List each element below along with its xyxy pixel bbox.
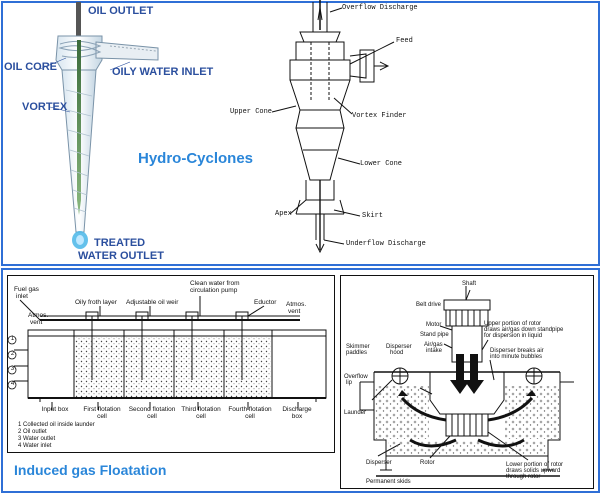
skimmer-paddles-label-1: Skimmer — [346, 344, 370, 350]
shaft-label: Shaft — [462, 281, 477, 287]
eductor-label: Eductor — [254, 299, 277, 306]
vortex-label: VORTEX — [22, 101, 68, 113]
underflow-discharge-label: Underflow Discharge — [346, 240, 426, 248]
oil-outlet-label: OIL OUTLET — [88, 5, 154, 17]
upper-rotor-label-3: for dispersion in liquid — [484, 333, 543, 339]
legend-item-1: 1 Collected oil inside launder — [18, 422, 95, 428]
cell-label-input-box: Input box — [41, 406, 69, 413]
overflow-lip-label-2: lip — [346, 380, 353, 386]
feed-label: Feed — [396, 37, 413, 45]
oil-core-label: OIL CORE — [4, 61, 57, 73]
legend-item-2: 2 Oil outlet — [18, 429, 47, 435]
legend-item-4: 4 Water inlet — [18, 443, 52, 449]
upper-rotor-label-1: Upper portion of rotor — [484, 321, 542, 327]
fuel-gas-label-2: inlet — [16, 293, 28, 300]
lower-rotor-label-1: Lower portion of rotor — [506, 462, 564, 468]
upper-rotor-label-2: draws air/gas down standpipe — [484, 327, 564, 333]
belt-drive-label: Belt drive — [416, 302, 442, 308]
vortex-finder-label: Vortex Finder — [352, 112, 407, 120]
marker-3: 3 — [10, 366, 15, 372]
clean-water-label-1: Clean water from — [190, 280, 240, 287]
marker-2: 2 — [10, 351, 15, 357]
lower-cone-label: Lower Cone — [360, 160, 403, 168]
launder-label: Launder — [344, 410, 367, 416]
atmos-vent-right-1: Atmos. — [286, 301, 307, 308]
permanent-skids-label: Permanent skids — [366, 479, 411, 485]
disperser-hood-label-1: Disperser — [386, 344, 412, 350]
hydrocyclone-photo — [39, 2, 159, 249]
stand-pipe-label: Stand pipe — [420, 332, 449, 338]
marker-1: 1 — [10, 336, 15, 342]
water-outlet-label: WATER OUTLET — [78, 250, 164, 262]
legend-item-3: 3 Water outlet — [18, 436, 56, 442]
air-gas-intake-label-1: Air/gas — [424, 342, 443, 348]
oily-water-inlet-label: OILY WATER INLET — [112, 66, 214, 78]
disperser-breaks-label-2: into minute bubbles — [490, 354, 543, 360]
skimmer-paddles-label-2: paddles — [346, 350, 368, 356]
hydrocyclones-title: Hydro-Cyclones — [138, 150, 254, 167]
rotor-label: Rotor — [420, 460, 435, 466]
motor-label: Motor — [426, 322, 442, 328]
atmos-vent-right-2: vent — [288, 308, 301, 315]
induced-gas-title: Induced gas Floatation — [14, 462, 167, 478]
disperser-label: Disperser — [366, 460, 392, 466]
fuel-gas-label-1: Fuel gas — [14, 286, 39, 293]
air-gas-intake-label-2: intake — [426, 348, 443, 354]
lower-rotor-label-3: through rotor — [506, 474, 541, 480]
oily-froth-layer-label: Oily froth layer — [75, 299, 117, 306]
overflow-lip-label-1: Overflow — [344, 374, 368, 380]
apex-label: Apex — [275, 210, 292, 218]
upper-cone-label: Upper Cone — [230, 108, 273, 116]
disperser-breaks-label-1: Disperser breaks air — [490, 348, 544, 354]
lower-rotor-label-2: draws solids upward — [506, 468, 561, 474]
marker-4: 4 — [10, 381, 15, 387]
overflow-discharge-label: Overflow Discharge — [342, 4, 418, 12]
cyclone-drawing — [271, 0, 395, 254]
adjustable-oil-weir-label: Adjustable oil weir — [126, 299, 179, 306]
skirt-label: Skirt — [362, 212, 384, 220]
atmos-vent-left-2: vent — [30, 319, 43, 326]
clean-water-label-2: circulation pump — [190, 287, 238, 294]
atmos-vent-left-1: Atmos. — [28, 312, 49, 319]
disperser-hood-label-2: hood — [390, 350, 404, 356]
treated-label: TREATED — [94, 237, 146, 249]
